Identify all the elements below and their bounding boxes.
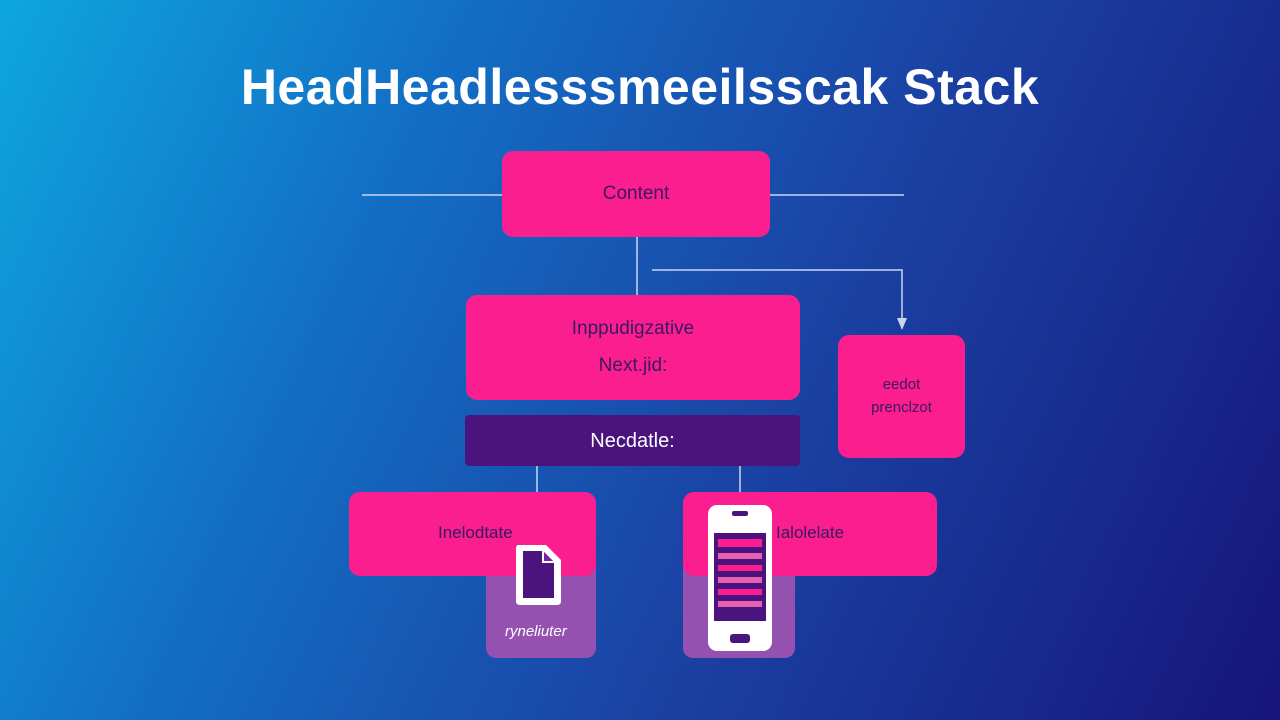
content-node: Content [502, 151, 770, 237]
bar-node: Necdatle: [465, 415, 800, 466]
mobile-phone-icon [706, 503, 774, 653]
side-label-2: prenclzot [871, 398, 932, 416]
interactive-label-2: Next.jid: [598, 354, 668, 376]
document-icon [513, 543, 564, 607]
left-sub-label: ryneliuter [505, 623, 567, 640]
side-label-1: eedot [882, 376, 921, 393]
content-label: Content [602, 182, 670, 204]
side-node: eedot prenclzot [838, 335, 965, 458]
right-card-label: Ialolelate [776, 523, 845, 542]
diagram-title: HeadHeadlesssmeeilsscak Stack [240, 59, 1040, 115]
interactive-node: Inppudigzative Next.jid: [466, 295, 800, 400]
arrowhead-to-side [897, 318, 907, 330]
connector-to-side [652, 269, 903, 326]
interactive-label-1: Inppudigzative [571, 318, 695, 339]
left-card-label: Inelodtate [438, 523, 513, 542]
bar-label: Necdatle: [590, 429, 675, 452]
